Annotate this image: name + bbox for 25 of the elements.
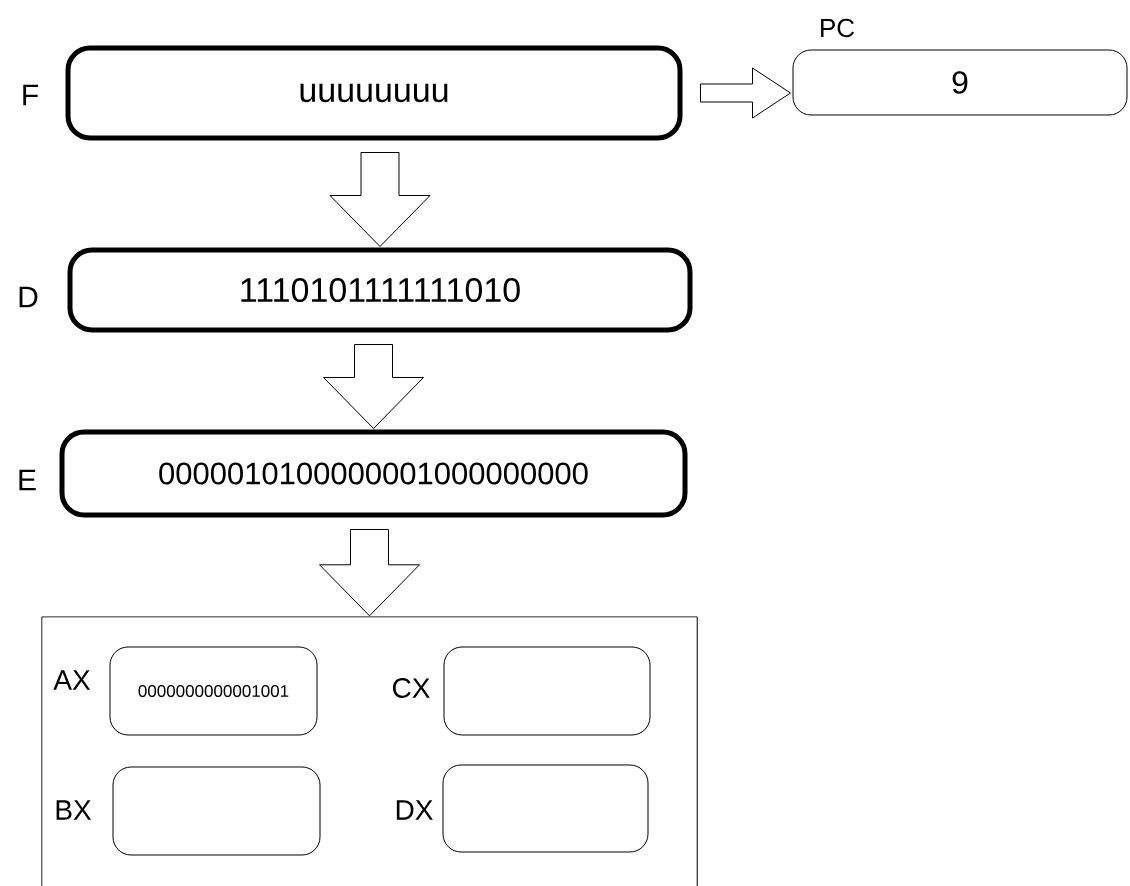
register-name: D <box>19 286 38 308</box>
block-arrow <box>323 344 424 429</box>
block-arrow <box>700 67 791 119</box>
register-name: PC <box>821 18 855 38</box>
block-arrow <box>319 529 420 617</box>
register-box <box>53 646 318 736</box>
register-box <box>23 45 683 141</box>
register-value: 0000000000001001 <box>138 685 289 697</box>
register-name: BX <box>56 800 92 820</box>
register-value: 9 <box>952 71 968 94</box>
register-value: 1110101111111010 <box>241 277 520 303</box>
register-name: E <box>19 469 36 491</box>
register-value: 0000010100000001000000000 <box>159 462 588 485</box>
register-box <box>19 429 688 518</box>
register-name: AX <box>53 670 91 690</box>
register-box <box>19 247 693 333</box>
register-box <box>396 764 649 853</box>
register-box <box>393 646 651 736</box>
register-value: uuuuuuuu <box>300 83 448 103</box>
block-arrow <box>329 152 431 247</box>
register-name: CX <box>393 678 430 698</box>
register-name: F <box>23 84 38 106</box>
register-box <box>56 766 321 856</box>
register-name: DX <box>396 800 433 820</box>
register-box <box>792 18 1128 116</box>
